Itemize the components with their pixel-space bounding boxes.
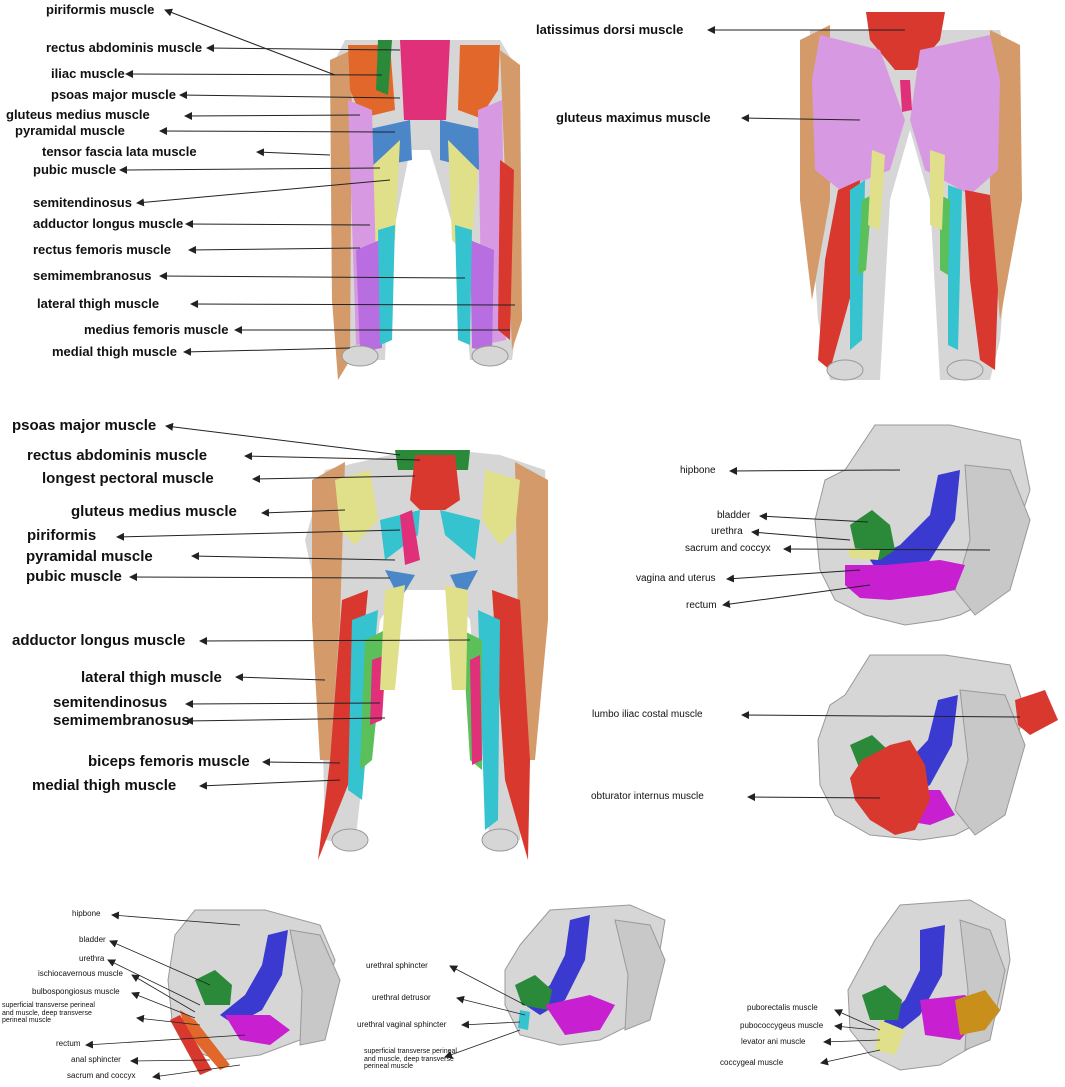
label-organs-bladder: bladder: [717, 510, 751, 521]
label-post-semimembranosus: semimembranosus: [53, 712, 190, 729]
label-post-psoas-major-muscle: psoas major muscle: [12, 417, 157, 434]
label-per-left-bulbospongiosus-muscle: bulbospongiosus muscle: [32, 987, 120, 996]
label-post-biceps-femoris-muscle: biceps femoris muscle: [88, 753, 250, 770]
perineum-right-leaders: [820, 1009, 881, 1066]
back-thigh-model: [800, 12, 1022, 381]
label-front-semitendinosus: semitendinosus: [33, 195, 132, 210]
pelvic-organs-leaders: [722, 466, 991, 609]
label-per-left-urethra: urethra: [79, 954, 105, 963]
label-per-left-bladder: bladder: [79, 935, 106, 944]
label-organs-vagina-and-uterus: vagina and uterus: [636, 573, 716, 584]
label-post-adductor-longus-muscle: adductor longus muscle: [12, 632, 186, 649]
label-per-right-puborectalis-muscle: puborectalis muscle: [747, 1003, 818, 1012]
pelvic-organs-model: [814, 424, 1031, 626]
front-thigh-leaders: [119, 8, 516, 356]
label-front-lateral-thigh-muscle: lateral thigh muscle: [37, 296, 160, 311]
pelvic-muscles-leaders: [741, 711, 1021, 802]
label-post-lateral-thigh-muscle: lateral thigh muscle: [81, 669, 222, 686]
label-front-piriformis-muscle: piriformis muscle: [46, 2, 155, 17]
posterior-pelvis-model: [305, 450, 548, 860]
label-organs-hipbone: hipbone: [680, 465, 716, 476]
perineum-middle-leaders: [444, 965, 526, 1059]
label-per-left-sacrum-and-coccyx: sacrum and coccyx: [67, 1071, 136, 1080]
label-back-gluteus-maximus-muscle: gluteus maximus muscle: [556, 110, 711, 125]
label-per-mid-urethral-vaginal-sphincter: urethral vaginal sphincter: [357, 1020, 447, 1029]
label-post-longest-pectoral-muscle: longest pectoral muscle: [42, 470, 214, 487]
label-front-psoas-major-muscle: psoas major muscle: [51, 87, 176, 102]
label-per-left-anal-sphincter: anal sphincter: [71, 1055, 121, 1064]
label-per-left-transverse-perineal: superficial transverse perineal and musc…: [2, 1002, 95, 1025]
label-front-pyramidal-muscle: pyramidal muscle: [15, 123, 125, 138]
label-per-mid-urethral-sphincter: urethral sphincter: [366, 961, 428, 970]
label-front-semimembranosus: semimembranosus: [33, 268, 152, 283]
label-front-rectus-femoris-muscle: rectus femoris muscle: [33, 242, 172, 257]
label-post-gluteus-medius-muscle: gluteus medius muscle: [71, 503, 237, 520]
label-front-tensor-fascia-lata-muscle: tensor fascia lata muscle: [42, 144, 197, 159]
label-per-right-levator-ani-muscle: levator ani muscle: [741, 1037, 806, 1046]
perineum-left-model: [167, 909, 341, 1075]
label-organs-sacrum-and-coccyx: sacrum and coccyx: [685, 543, 771, 554]
label-per-mid-transverse-perineal: superficial transverse perineal and musc…: [364, 1048, 457, 1071]
label-post-pyramidal-muscle: pyramidal muscle: [26, 548, 153, 565]
label-muscles-obturator-internus-muscle: obturator internus muscle: [591, 791, 704, 802]
label-per-mid-urethral-detrusor: urethral detrusor: [372, 993, 431, 1002]
label-post-rectus-abdominis-muscle: rectus abdominis muscle: [27, 447, 208, 464]
label-per-left-rectum: rectum: [56, 1039, 81, 1048]
label-per-left-ischiocavernous-muscle: ischiocavernous muscle: [38, 969, 123, 978]
label-per-right-pubococcygeus-muscle: pubococcygeus muscle: [740, 1021, 824, 1030]
back-thigh-leaders: [707, 26, 905, 123]
label-post-pubic-muscle: pubic muscle: [26, 568, 122, 585]
pelvic-muscles-model: [817, 654, 1058, 841]
label-front-gluteus-medius-muscle: gluteus medius muscle: [6, 107, 150, 122]
label-post-medial-thigh-muscle: medial thigh muscle: [32, 777, 177, 794]
front-thigh-model: [330, 40, 522, 380]
label-muscles-lumbo-iliac-costal-muscle: lumbo iliac costal muscle: [592, 709, 703, 720]
posterior-pelvis-leaders: [116, 422, 471, 790]
perineum-middle-model: [504, 904, 666, 1046]
label-front-iliac-muscle: iliac muscle: [51, 66, 125, 81]
label-post-semitendinosus: semitendinosus: [53, 694, 168, 711]
label-front-medial-thigh-muscle: medial thigh muscle: [52, 344, 177, 359]
label-front-adductor-longus-muscle: adductor longus muscle: [33, 216, 184, 231]
label-front-rectus-abdominis-muscle: rectus abdominis muscle: [46, 40, 203, 55]
label-organs-rectum: rectum: [686, 600, 717, 611]
perineum-left-leaders: [85, 911, 246, 1081]
label-organs-urethra: urethra: [711, 526, 743, 537]
label-front-medius-femoris-muscle: medius femoris muscle: [84, 322, 229, 337]
label-per-left-hipbone: hipbone: [72, 909, 101, 918]
perineum-right-model: [847, 899, 1011, 1071]
label-per-right-coccygeal-muscle: coccygeal muscle: [720, 1058, 784, 1067]
label-front-pubic-muscle: pubic muscle: [33, 162, 117, 177]
label-back-latissimus-dorsi-muscle: latissimus dorsi muscle: [536, 22, 684, 37]
label-post-piriformis: piriformis: [27, 527, 97, 544]
